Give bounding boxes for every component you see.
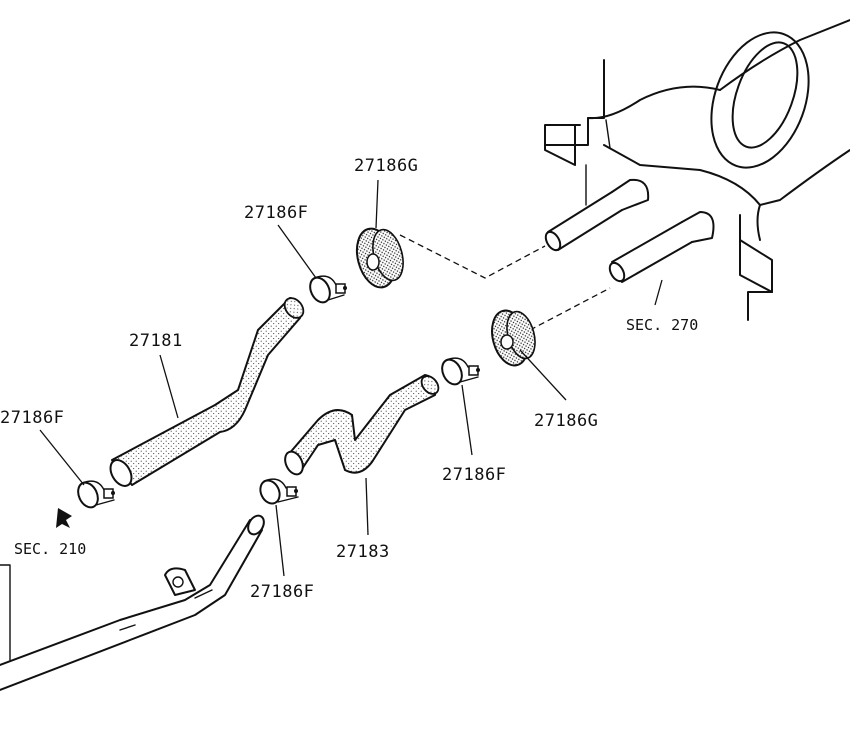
centerline-upper: [399, 234, 546, 279]
heater-pipe-upper: [544, 178, 650, 252]
hose-27181: [109, 297, 305, 487]
label-hose-27183: 27183: [336, 542, 390, 562]
leader-lines: [39, 179, 663, 577]
grommet-upper: [355, 227, 404, 289]
heater-unit-housing: [544, 19, 850, 321]
label-grommet-lower: 27186G: [534, 411, 598, 431]
heater-pipe-assembly: [0, 514, 265, 691]
label-clamp-upper: 27186F: [244, 203, 308, 223]
label-sec-270: SEC. 270: [626, 316, 698, 334]
clamp-mid: [441, 357, 480, 386]
hose-27183: [284, 374, 440, 476]
label-grommet-upper: 27186G: [354, 156, 418, 176]
grommet-lower: [491, 309, 536, 367]
label-sec-210: SEC. 210: [14, 540, 86, 558]
label-clamp-bottom: 27186F: [250, 582, 314, 602]
direction-arrow-icon: [56, 508, 72, 528]
clamp-upper: [309, 275, 347, 304]
centerline-lower: [529, 287, 611, 331]
label-hose-27181: 27181: [129, 331, 183, 351]
clamp-left: [77, 480, 115, 509]
label-clamp-left: 27186F: [0, 408, 64, 428]
clamp-bottom: [259, 478, 299, 505]
heater-pipe-lower: [608, 211, 715, 283]
label-clamp-mid: 27186F: [442, 465, 506, 485]
